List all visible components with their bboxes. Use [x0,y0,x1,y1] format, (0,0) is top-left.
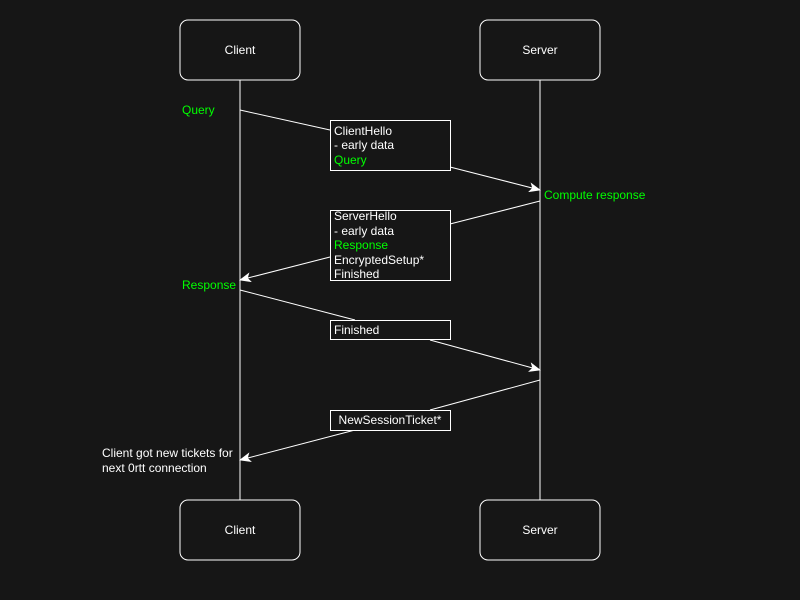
server-hello-arrow [239,256,331,283]
finished-line-start [239,289,356,321]
ticket-arrow [239,429,356,463]
server-hello-line-start [449,200,541,225]
server-hello-line-5: Finished [334,267,379,281]
finished-box: Finished [330,320,451,340]
server-bottom-label: Server [522,523,557,537]
server-top-box: Server [479,19,601,81]
client-hello-arrow [449,166,541,193]
client-hello-line-2: - early data [334,138,394,152]
client-bottom-label: Client [225,523,256,537]
client-tickets-note-line-1: Client got new tickets for [102,446,233,460]
server-hello-line-2: - early data [334,224,394,238]
server-hello-line-3: Response [334,238,388,252]
ticket-line-start [429,379,541,411]
client-hello-line-start [239,109,331,131]
client-query-note: Query [182,103,215,117]
server-bottom-box: Server [479,499,601,561]
client-hello-line-1: ClientHello [334,124,392,138]
server-hello-line-4: EncryptedSetup* [334,253,424,267]
client-bottom-box: Client [179,499,301,561]
server-hello-line-1: ServerHello [334,209,397,223]
ticket-box: NewSessionTicket* [330,410,451,431]
ticket-label: NewSessionTicket* [339,413,442,427]
server-compute-note: Compute response [544,188,646,202]
client-top-label: Client [225,43,256,57]
client-top-box: Client [179,19,301,81]
client-tickets-note-line-2: next 0rtt connection [102,461,207,475]
client-hello-box: ClientHello - early data Query [330,120,451,171]
finished-arrow [429,339,541,372]
client-hello-line-3: Query [334,153,367,167]
client-response-note: Response [182,278,236,292]
finished-label: Finished [334,323,379,337]
server-hello-box: ServerHello - early data Response Encryp… [330,209,451,281]
server-top-label: Server [522,43,557,57]
